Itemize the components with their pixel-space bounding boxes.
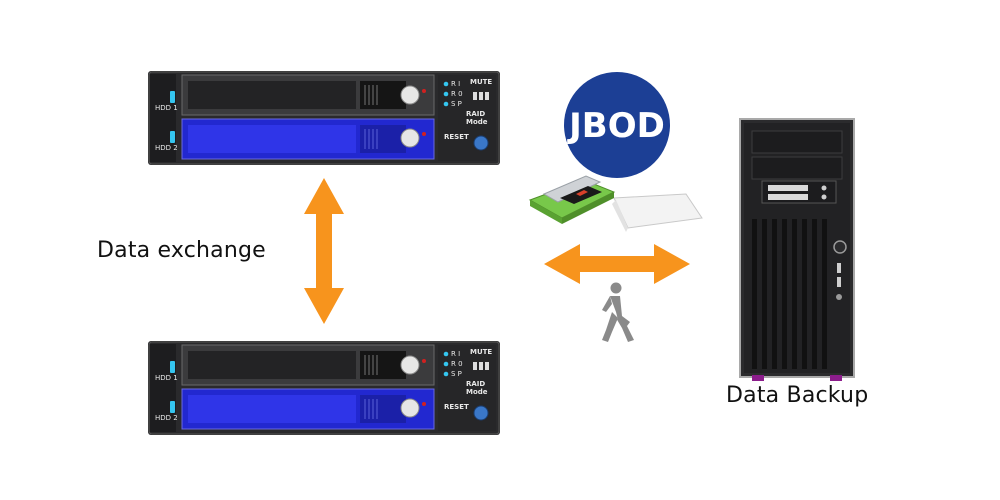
reset-label: RESET bbox=[444, 403, 469, 411]
data-exchange-label: Data exchange bbox=[97, 238, 266, 263]
bay-label-1: HDD 1 bbox=[155, 104, 178, 112]
enclosure-bottom: HDD 1 HDD 2 R I R 0 S P MUTE RAID Mode R… bbox=[148, 341, 500, 435]
enclosure-bottom-body bbox=[148, 341, 500, 435]
bay-label-2: HDD 2 bbox=[155, 144, 178, 152]
jbod-badge-text: JBOD bbox=[567, 106, 665, 146]
mute-label: MUTE bbox=[470, 348, 493, 356]
horizontal-double-arrow-icon bbox=[544, 244, 690, 284]
vertical-double-arrow-icon bbox=[304, 178, 344, 324]
led-label-ro: R 0 bbox=[451, 90, 463, 98]
drive-adapter-icon bbox=[528, 175, 703, 232]
mode-label: Mode bbox=[466, 118, 488, 126]
mute-label: MUTE bbox=[470, 78, 493, 86]
enclosure-top: HDD 1 HDD 2 R I R 0 S P MUTE RAID Mode R… bbox=[148, 71, 500, 165]
jbod-badge: JBOD bbox=[564, 72, 670, 178]
bay-label-1: HDD 1 bbox=[155, 374, 178, 382]
reset-label: RESET bbox=[444, 133, 469, 141]
led-label-ri: R I bbox=[451, 350, 461, 358]
led-label-ri: R I bbox=[451, 80, 461, 88]
led-label-sp: S P bbox=[451, 100, 462, 108]
led-label-ro: R 0 bbox=[451, 360, 463, 368]
raid-label: RAID bbox=[466, 110, 486, 118]
enclosure-top-body bbox=[148, 71, 500, 165]
raid-label: RAID bbox=[466, 380, 486, 388]
bay-label-2: HDD 2 bbox=[155, 414, 178, 422]
tower-pc-icon bbox=[739, 118, 855, 381]
led-label-sp: S P bbox=[451, 370, 462, 378]
data-backup-label: Data Backup bbox=[726, 383, 869, 408]
mode-label: Mode bbox=[466, 388, 488, 396]
walking-person-icon bbox=[602, 282, 634, 342]
